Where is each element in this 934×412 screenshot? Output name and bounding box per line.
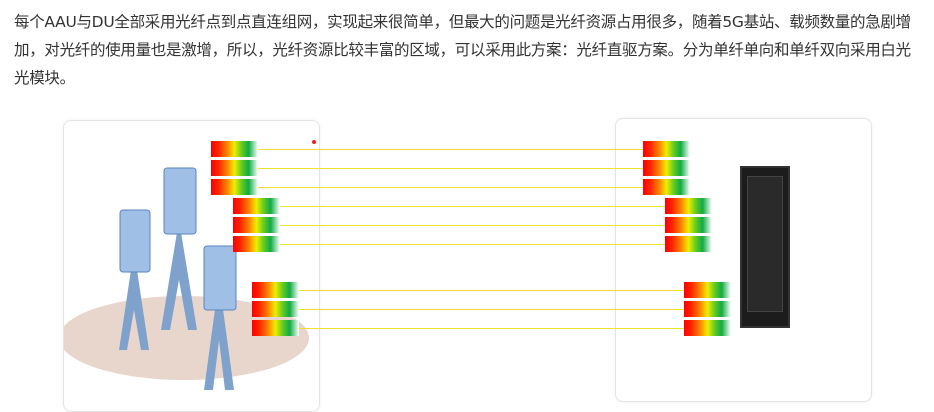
marker-dot bbox=[312, 140, 316, 144]
du-optical-module bbox=[643, 160, 690, 176]
aau-optical-module bbox=[252, 282, 299, 298]
fiber-line bbox=[258, 168, 643, 169]
du-optical-module bbox=[643, 179, 690, 195]
aau-optical-module bbox=[233, 198, 280, 214]
du-optical-module bbox=[684, 282, 731, 298]
du-optical-module bbox=[684, 320, 731, 336]
aau-optical-module bbox=[233, 236, 280, 252]
aau-optical-module bbox=[211, 179, 258, 195]
fiber-line bbox=[258, 187, 643, 188]
fiber-line bbox=[258, 149, 643, 150]
fiber-line bbox=[280, 225, 665, 226]
du-optical-module bbox=[684, 301, 731, 317]
fiber-line bbox=[299, 309, 684, 310]
tower-1 bbox=[119, 250, 149, 350]
aau-optical-module bbox=[211, 160, 258, 176]
aau-optical-module bbox=[211, 141, 258, 157]
tower-3 bbox=[204, 280, 234, 390]
du-optical-module bbox=[665, 198, 712, 214]
aau-optical-module bbox=[233, 217, 280, 233]
du-optical-module bbox=[643, 141, 690, 157]
fiber-line bbox=[280, 206, 665, 207]
du-optical-module bbox=[665, 217, 712, 233]
fiber-line bbox=[299, 290, 684, 291]
du-optical-module bbox=[665, 236, 712, 252]
fiber-line bbox=[280, 244, 665, 245]
aau-optical-module bbox=[252, 301, 299, 317]
tower-2 bbox=[161, 220, 197, 330]
tower-illustration bbox=[64, 167, 309, 390]
aau-optical-module bbox=[252, 320, 299, 336]
fiber-line bbox=[299, 328, 684, 329]
du-rack bbox=[740, 166, 790, 328]
description-paragraph: 每个AAU与DU全部采用光纤点到点直连组网，实现起来很简单，但最大的问题是光纤资… bbox=[14, 13, 911, 87]
